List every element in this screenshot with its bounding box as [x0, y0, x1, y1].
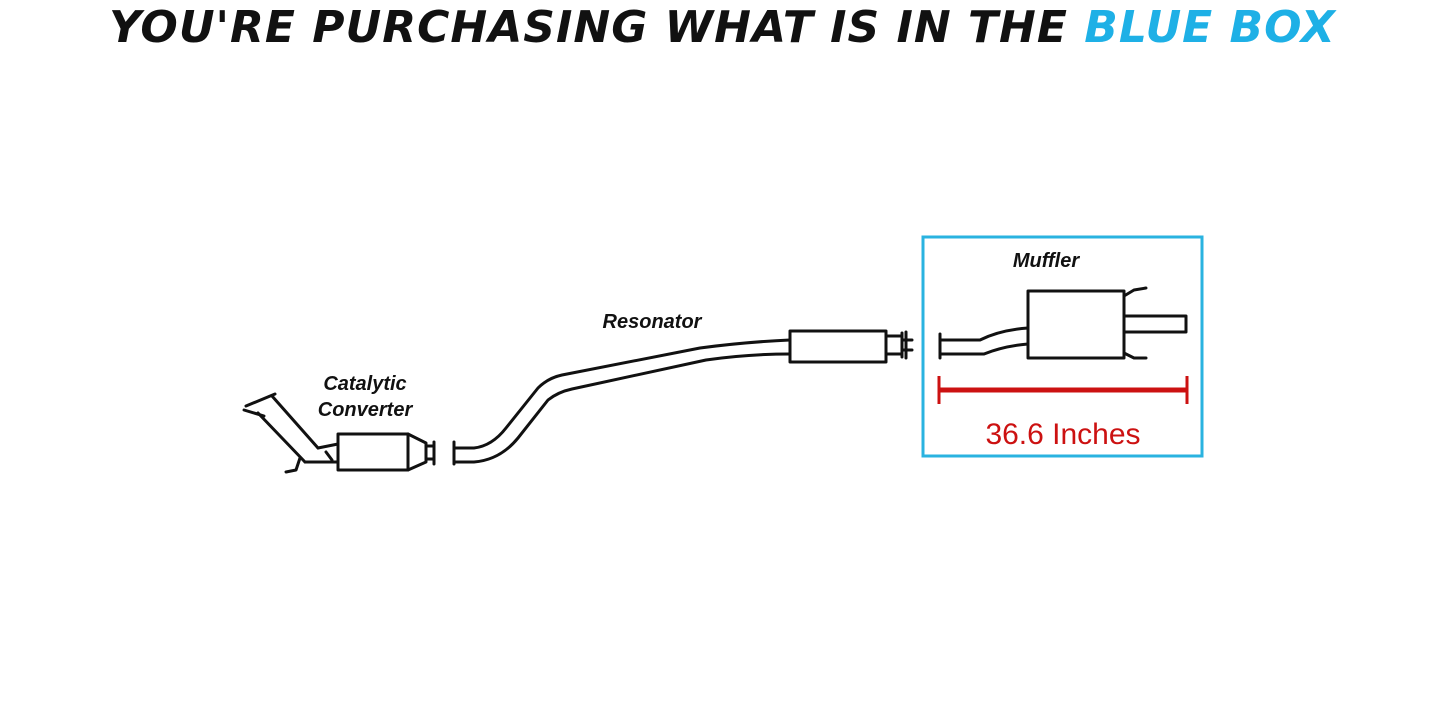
muffler-tailpipe — [1122, 314, 1188, 334]
resonator-body — [788, 329, 888, 364]
catalytic-outlet-cone — [406, 432, 428, 472]
resonator-pipe-upper — [452, 338, 792, 450]
resonator-outlet — [884, 330, 914, 360]
resonator-pipe-lower — [452, 352, 792, 464]
muffler-part — [938, 286, 1188, 360]
label-catalytic-line2: Converter — [318, 399, 414, 421]
catalytic-flange — [242, 392, 277, 418]
catalytic-outlet-flange — [424, 440, 436, 466]
catalytic-bracket — [284, 456, 302, 474]
page-headline: YOU'RE PURCHASING WHAT IS IN THE BLUE BO… — [0, 0, 1445, 60]
purchase-highlight-box — [921, 235, 1204, 458]
label-resonator: Resonator — [603, 311, 703, 333]
catalytic-sensor — [324, 450, 334, 462]
catalytic-pipe-to-body — [303, 442, 340, 464]
muffler-body — [1026, 289, 1126, 360]
headline-accent: BLUE BOX — [1084, 2, 1336, 53]
catalytic-body — [336, 432, 410, 472]
label-muffler: Muffler — [1013, 250, 1081, 272]
length-measurement: 36.6 Inches — [937, 376, 1189, 451]
resonator-part — [452, 329, 914, 466]
headline-text: YOU'RE PURCHASING WHAT IS IN THE — [109, 2, 1068, 53]
measure-label: 36.6 Inches — [985, 418, 1140, 451]
muffler-inlet-pipe — [938, 326, 1030, 356]
catalytic-inlet-pipe — [256, 394, 320, 464]
label-catalytic-line1: Catalytic — [323, 373, 406, 395]
muffler-hangers — [1122, 286, 1148, 360]
catalytic-converter-part — [242, 392, 436, 474]
